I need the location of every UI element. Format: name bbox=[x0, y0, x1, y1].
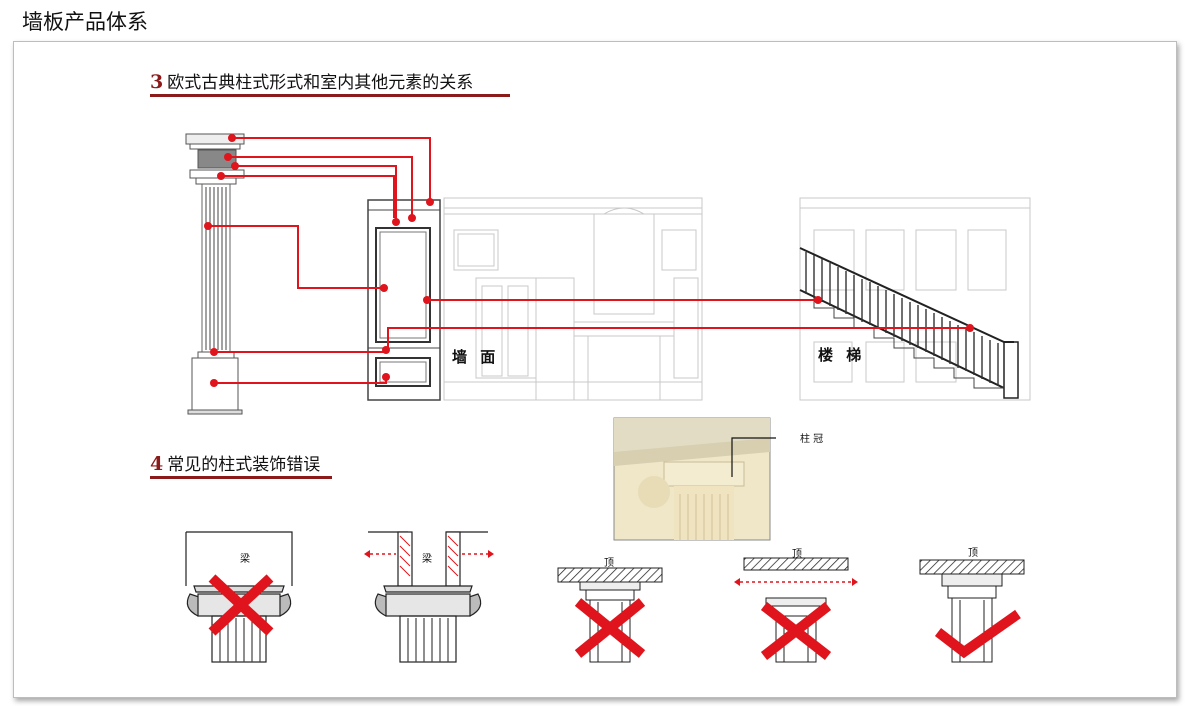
connector-dots bbox=[204, 134, 974, 387]
mistake-diagram-3 bbox=[557, 567, 663, 663]
wall-label: 墙 面 bbox=[452, 348, 500, 366]
ceiling-label-4: 顶 bbox=[792, 549, 802, 560]
illustration-canvas bbox=[150, 94, 1031, 663]
mistake-diagram-2 bbox=[364, 531, 494, 663]
capital-photo bbox=[613, 417, 776, 541]
section4-title-text: 常见的柱式装饰错误 bbox=[167, 455, 321, 475]
section3-number: 3 bbox=[150, 71, 164, 93]
correct-diagram-5 bbox=[919, 559, 1025, 663]
ceiling-label-3: 顶 bbox=[604, 558, 614, 569]
section3-title-rule bbox=[150, 94, 510, 97]
section3-title-text: 欧式古典柱式形式和室内其他元素的关系 bbox=[167, 73, 474, 93]
check-mark-icon bbox=[934, 609, 1021, 659]
section4-number: 4 bbox=[150, 453, 164, 475]
section4-title-rule bbox=[150, 476, 332, 479]
page-title: 墙板产品体系 bbox=[22, 10, 148, 34]
stairs-label: 楼 梯 bbox=[818, 346, 866, 364]
staircase-drawing bbox=[799, 197, 1031, 401]
mistake-diagram-1 bbox=[185, 531, 293, 663]
beam-label-2: 梁 bbox=[422, 554, 432, 565]
classical-column bbox=[185, 133, 245, 415]
ceiling-label-5: 顶 bbox=[968, 548, 978, 559]
capital-callout-label: 柱 冠 bbox=[800, 434, 824, 445]
mistake-diagram-4 bbox=[734, 557, 858, 663]
connector-lines bbox=[208, 137, 970, 384]
beam-label-1: 梁 bbox=[240, 554, 250, 565]
